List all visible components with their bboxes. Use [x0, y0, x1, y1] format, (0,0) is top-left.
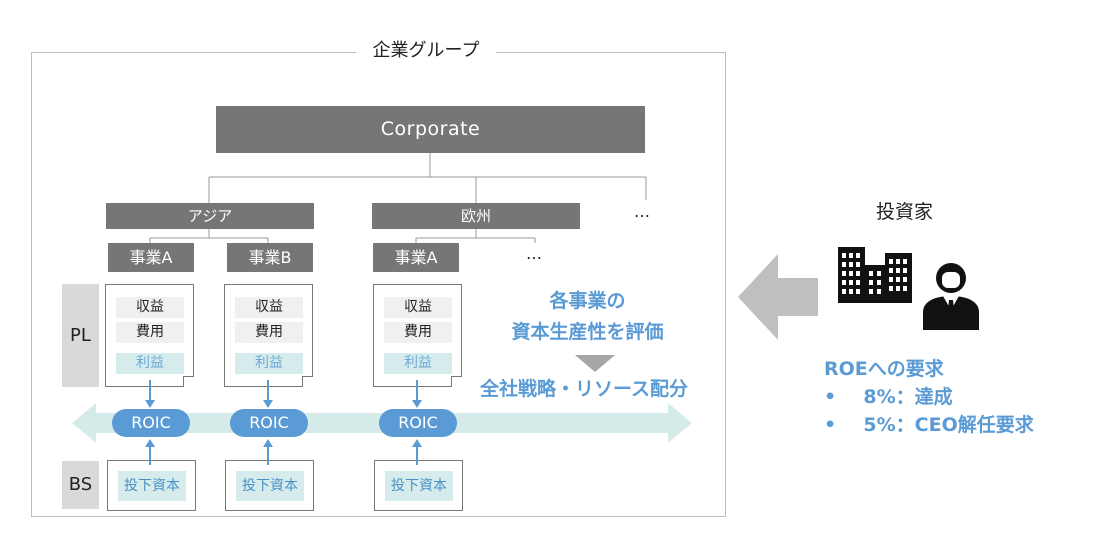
- business-europe-a: 事業A: [373, 243, 459, 272]
- pl-document: 収益 費用 利益: [224, 284, 313, 387]
- pl-revenue: 収益: [116, 297, 184, 318]
- pl-revenue: 収益: [384, 297, 452, 318]
- left-arrow-icon: [738, 254, 818, 340]
- bullet: •: [824, 386, 837, 408]
- requirement-text: 5%：CEO解任要求: [863, 414, 1034, 436]
- region-asia: アジア: [106, 203, 314, 229]
- page-fold: [183, 376, 194, 387]
- bs-document: 投下資本: [225, 460, 314, 511]
- pl-cost: 費用: [384, 322, 452, 343]
- bs-invested-capital: 投下資本: [118, 471, 186, 501]
- bs-invested-capital: 投下資本: [236, 471, 304, 501]
- pl-revenue: 収益: [235, 297, 303, 318]
- region-more: …: [634, 202, 650, 221]
- pl-cost: 費用: [235, 322, 303, 343]
- strategy-text: 全社戦略・リソース配分: [480, 378, 689, 400]
- pl-row-label: PL: [62, 284, 99, 387]
- business-asia-b: 事業B: [227, 243, 313, 272]
- pl-profit: 利益: [116, 353, 184, 374]
- business-more: …: [526, 244, 542, 263]
- page-fold: [302, 376, 313, 387]
- roic-pill: ROIC: [379, 409, 457, 437]
- bullet: •: [824, 414, 837, 436]
- corporate-box: Corporate: [216, 106, 645, 153]
- businessperson-icon: [923, 263, 979, 330]
- pl-cost: 費用: [116, 322, 184, 343]
- pl-profit: 利益: [235, 353, 303, 374]
- pl-document: 収益 費用 利益: [373, 284, 462, 387]
- bs-invested-capital: 投下資本: [385, 471, 453, 501]
- investor-label: 投資家: [876, 201, 934, 223]
- evaluation-line1: 各事業の: [549, 290, 626, 312]
- bs-row-label: BS: [62, 461, 99, 509]
- requirement-item: • 5%：CEO解任要求: [824, 411, 1034, 439]
- down-triangle-icon: [575, 355, 615, 372]
- business-asia-a: 事業A: [108, 243, 194, 272]
- requirement-item: • 8%：達成: [824, 383, 953, 411]
- roic-pill: ROIC: [230, 409, 308, 437]
- requirement-text: 8%：達成: [863, 386, 953, 408]
- group-title: 企業グループ: [356, 36, 496, 66]
- pl-document: 収益 費用 利益: [105, 284, 194, 387]
- roic-pill: ROIC: [112, 409, 190, 437]
- evaluation-line2: 資本生産性を評価: [511, 321, 664, 343]
- buildings-icon: [838, 247, 912, 303]
- bs-document: 投下資本: [374, 460, 463, 511]
- roe-title: ROEへの要求: [824, 358, 944, 380]
- page-fold: [451, 376, 462, 387]
- region-europe: 欧州: [372, 203, 580, 229]
- bs-document: 投下資本: [107, 460, 196, 511]
- pl-profit: 利益: [384, 353, 452, 374]
